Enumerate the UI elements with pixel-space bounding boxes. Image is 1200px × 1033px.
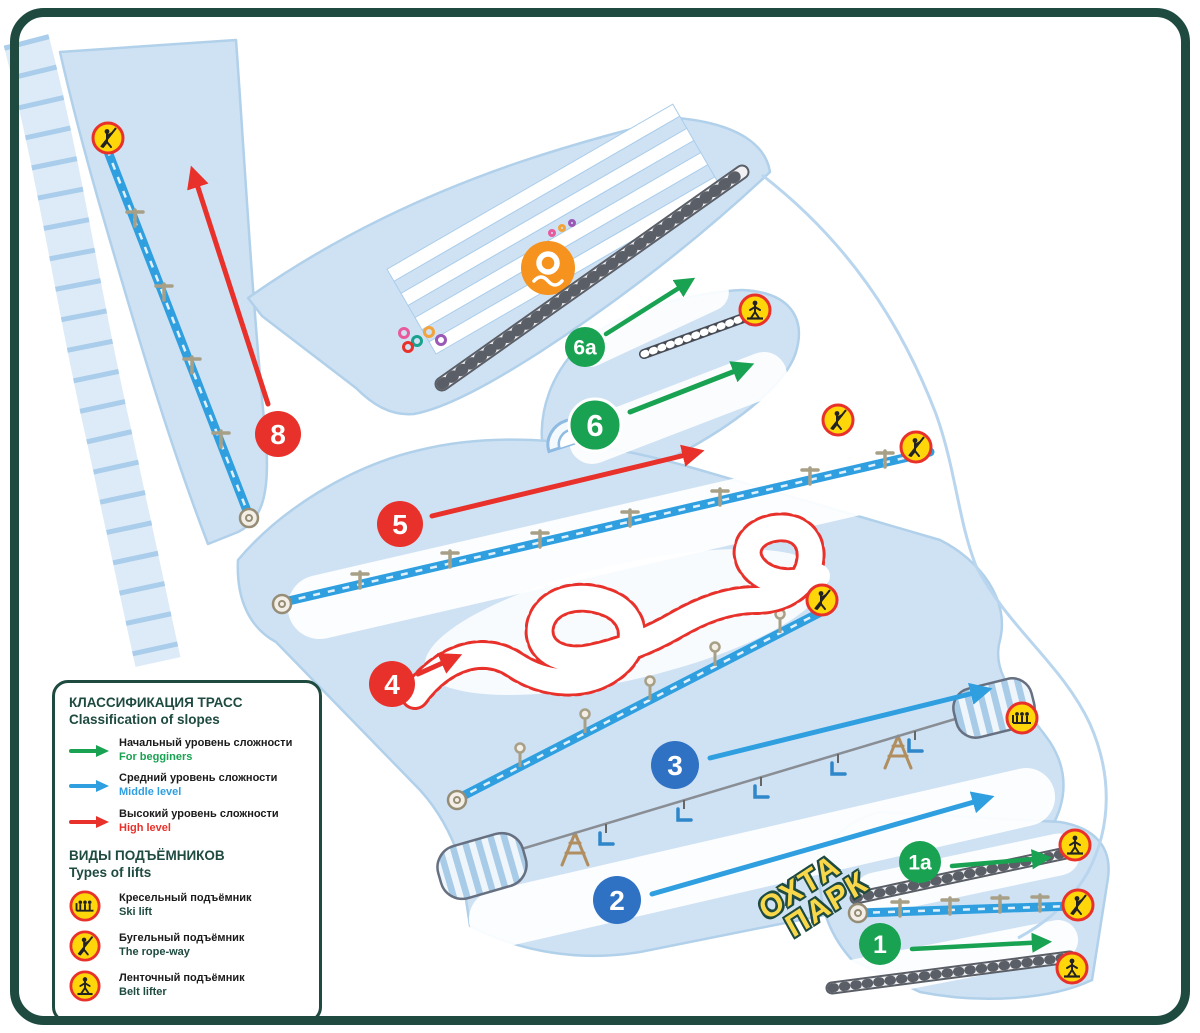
trail-arrows <box>187 165 1053 953</box>
green-arrow-icon <box>69 744 109 758</box>
trail6-arrow <box>627 361 755 415</box>
legend-row-beltlift: Ленточный подъёмник Belt lifter <box>69 970 305 1002</box>
trail-badge-1a: 1а <box>899 841 941 883</box>
svg-text:4: 4 <box>384 669 400 700</box>
legend-ropetow-ru: Бугельный подъёмник <box>119 932 245 945</box>
serpentine-trail <box>400 512 833 710</box>
trail1a-arrow <box>949 849 1053 870</box>
legend-row-middle: Средний уровень сложности Middle level <box>69 772 305 800</box>
legend-middle-en: Middle level <box>119 786 182 798</box>
trail8-arrow <box>187 165 271 407</box>
chairlift-icon <box>69 890 109 922</box>
svg-text:3: 3 <box>667 750 683 781</box>
legend-beginner-en: For begginers <box>119 750 193 763</box>
rope-tow-icon <box>69 930 109 962</box>
belt-lift-icon <box>1058 828 1092 862</box>
trail2-arrow <box>649 791 995 897</box>
legend-row-beginner: Начальный уровень сложности For begginer… <box>69 737 305 765</box>
rope-tow-icon <box>805 583 839 617</box>
legend-slopes-title: КЛАССИФИКАЦИЯ ТРАСС Classification of sl… <box>69 695 305 729</box>
trail1-arrow <box>909 932 1053 953</box>
legend-high-en: High level <box>119 821 171 834</box>
trail6a-arrow <box>603 277 696 337</box>
tube-rings <box>398 219 576 353</box>
blue-arrow-icon <box>69 779 109 793</box>
trail-badges: 8 5 4 6 6а 3 2 1а 1 <box>255 327 941 965</box>
rope-tow-icon <box>1061 888 1095 922</box>
legend-high-ru: Высокий уровень сложности <box>119 807 279 820</box>
trail5-arrow <box>429 444 705 519</box>
belt-lift-icon <box>738 293 772 327</box>
trail-badge-5: 5 <box>377 501 423 547</box>
tubing-lanes <box>386 103 723 355</box>
resort-boundary-outline <box>761 173 1108 940</box>
legend-row-chairlift: Кресельный подъёмник Ski lift <box>69 890 305 922</box>
chairlift-icon <box>1005 701 1039 735</box>
svg-text:2: 2 <box>609 885 625 916</box>
legend-slopes-title-ru: КЛАССИФИКАЦИЯ ТРАСС <box>69 695 243 710</box>
legend-ropetow-en: The rope-way <box>119 946 190 958</box>
trail4-arrow <box>415 653 463 677</box>
legend-panel: КЛАССИФИКАЦИЯ ТРАСС Classification of sl… <box>52 680 322 1023</box>
legend-lifts-title-en: Types of lifts <box>69 865 152 881</box>
rope-tow-icon <box>899 430 933 464</box>
svg-text:6: 6 <box>586 408 603 443</box>
access-road <box>3 34 181 667</box>
rope-tow-lines <box>102 144 1077 918</box>
trail-badge-6a: 6а <box>565 327 605 367</box>
svg-text:5: 5 <box>392 509 408 540</box>
rope-tow-icon <box>821 403 855 437</box>
svg-text:6а: 6а <box>573 337 597 360</box>
trail-badge-6: 6 <box>567 397 623 453</box>
trail-badge-8: 8 <box>255 411 301 457</box>
legend-row-ropetow: Бугельный подъёмник The rope-way <box>69 930 305 962</box>
red-arrow-icon <box>69 815 109 829</box>
svg-text:8: 8 <box>270 419 286 450</box>
chairlift-station-bottom <box>436 831 528 901</box>
legend-beginner-ru: Начальный уровень сложности <box>119 736 293 749</box>
svg-text:1: 1 <box>873 931 887 959</box>
legend-lifts-title: ВИДЫ ПОДЪЁМНИКОВ Types of lifts <box>69 848 305 882</box>
legend-row-high: Высокий уровень сложности High level <box>69 808 305 836</box>
svg-text:1а: 1а <box>908 852 932 875</box>
trail-badge-2: 2 <box>593 876 641 924</box>
legend-slopes-title-en: Classification of slopes <box>69 711 220 727</box>
belt-lift-icon <box>69 970 109 1002</box>
legend-chairlift-ru: Кресельный подъёмник <box>119 892 252 905</box>
legend-beltlift-ru: Ленточный подъёмник <box>119 972 245 985</box>
legend-lifts-title-ru: ВИДЫ ПОДЪЁМНИКОВ <box>69 848 225 864</box>
legend-beltlift-en: Belt lifter <box>119 986 167 998</box>
rope-tow-icon <box>91 121 125 155</box>
trail-badge-3: 3 <box>651 741 699 789</box>
trail-badge-4: 4 <box>369 661 415 707</box>
legend-chairlift-en: Ski lift <box>119 906 153 918</box>
legend-middle-ru: Средний уровень сложности <box>119 772 278 785</box>
tubing-icon <box>521 241 575 295</box>
belt-lift-icon <box>1055 951 1089 985</box>
trail3-arrow <box>707 682 993 761</box>
trail-badge-1: 1 <box>859 923 901 965</box>
